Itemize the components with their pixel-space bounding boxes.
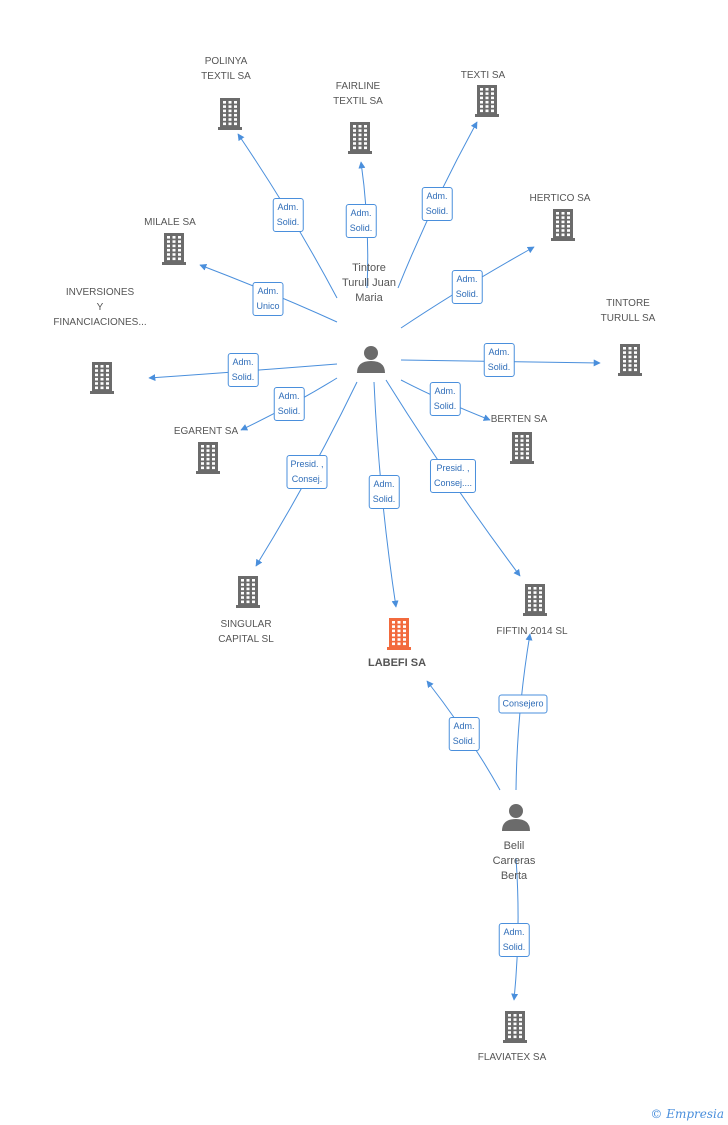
edge-label-belil-labefi[interactable]: Adm. Solid. [448, 717, 480, 751]
edge-label-tintore-milale[interactable]: Adm. Unico [252, 282, 284, 316]
person-icon-belil[interactable] [502, 804, 530, 831]
edge-label-tintore-polinya[interactable]: Adm. Solid. [272, 198, 304, 232]
label-hertico[interactable]: HERTICO SA [529, 193, 591, 204]
edge-label-tintore-fairline[interactable]: Adm. Solid. [345, 204, 377, 238]
edge-label-tintore-labefi[interactable]: Adm. Solid. [368, 475, 400, 509]
company-icon-labefi[interactable] [387, 618, 411, 650]
edge-label-tintore-fiftin[interactable]: Presid. , Consej.... [429, 459, 477, 493]
company-icon-inversiones[interactable] [90, 362, 114, 394]
company-icon-flaviatex[interactable] [503, 1011, 527, 1043]
edge-label-tintore-texti[interactable]: Adm. Solid. [421, 187, 453, 221]
label-flaviatex[interactable]: FLAVIATEX SA [477, 1052, 547, 1063]
company-icon-milale[interactable] [162, 233, 186, 265]
edge-label-tintore-egarent[interactable]: Adm. Solid. [273, 387, 305, 421]
label-tintore[interactable]: Tintore Turull Juan Maria [341, 262, 396, 304]
label-fairline[interactable]: FAIRLINE TEXTIL SA [333, 81, 383, 107]
company-icon-polinya[interactable] [218, 98, 242, 130]
label-texti[interactable]: TEXTI SA [460, 70, 506, 81]
copyright-symbol: © [650, 1107, 663, 1121]
label-inversiones[interactable]: INVERSIONES Y FINANCIACIONES... [53, 287, 147, 328]
edge-label-tintore-tintoresa[interactable]: Adm. Solid. [483, 343, 515, 377]
label-egarent[interactable]: EGARENT SA [173, 426, 239, 437]
edge-label-tintore-inversiones[interactable]: Adm. Solid. [227, 353, 259, 387]
label-tintoresa[interactable]: TINTORE TURULL SA [600, 298, 656, 324]
label-milale[interactable]: MILALE SA [144, 217, 196, 228]
edge-label-tintore-hertico[interactable]: Adm. Solid. [451, 270, 483, 304]
company-icon-fiftin[interactable] [523, 584, 547, 616]
company-icon-singular[interactable] [236, 576, 260, 608]
company-icon-fairline[interactable] [348, 122, 372, 154]
footer-brand: © Empresia [650, 1107, 724, 1121]
edge-label-tintore-singular[interactable]: Presid. , Consej. [286, 455, 328, 489]
brand-name: Empresia [666, 1107, 724, 1121]
label-singular[interactable]: SINGULAR CAPITAL SL [218, 619, 274, 645]
person-icon-tintore[interactable] [357, 346, 385, 373]
company-icon-tintoresa[interactable] [618, 344, 642, 376]
company-icon-egarent[interactable] [196, 442, 220, 474]
company-icon-hertico[interactable] [551, 209, 575, 241]
edge-label-belil-fiftin[interactable]: Consejero [498, 694, 548, 714]
label-labefi[interactable]: LABEFI SA [367, 657, 427, 669]
company-icon-berten[interactable] [510, 432, 534, 464]
label-fiftin[interactable]: FIFTIN 2014 SL [496, 626, 568, 637]
label-berten[interactable]: BERTEN SA [490, 414, 548, 425]
label-polinya[interactable]: POLINYA TEXTIL SA [201, 56, 251, 82]
edge-label-tintore-berten[interactable]: Adm. Solid. [429, 382, 461, 416]
label-belil[interactable]: Belil Carreras Berta [492, 840, 536, 882]
company-icon-texti[interactable] [475, 85, 499, 117]
edge-label-belil-flaviatex[interactable]: Adm. Solid. [498, 923, 530, 957]
